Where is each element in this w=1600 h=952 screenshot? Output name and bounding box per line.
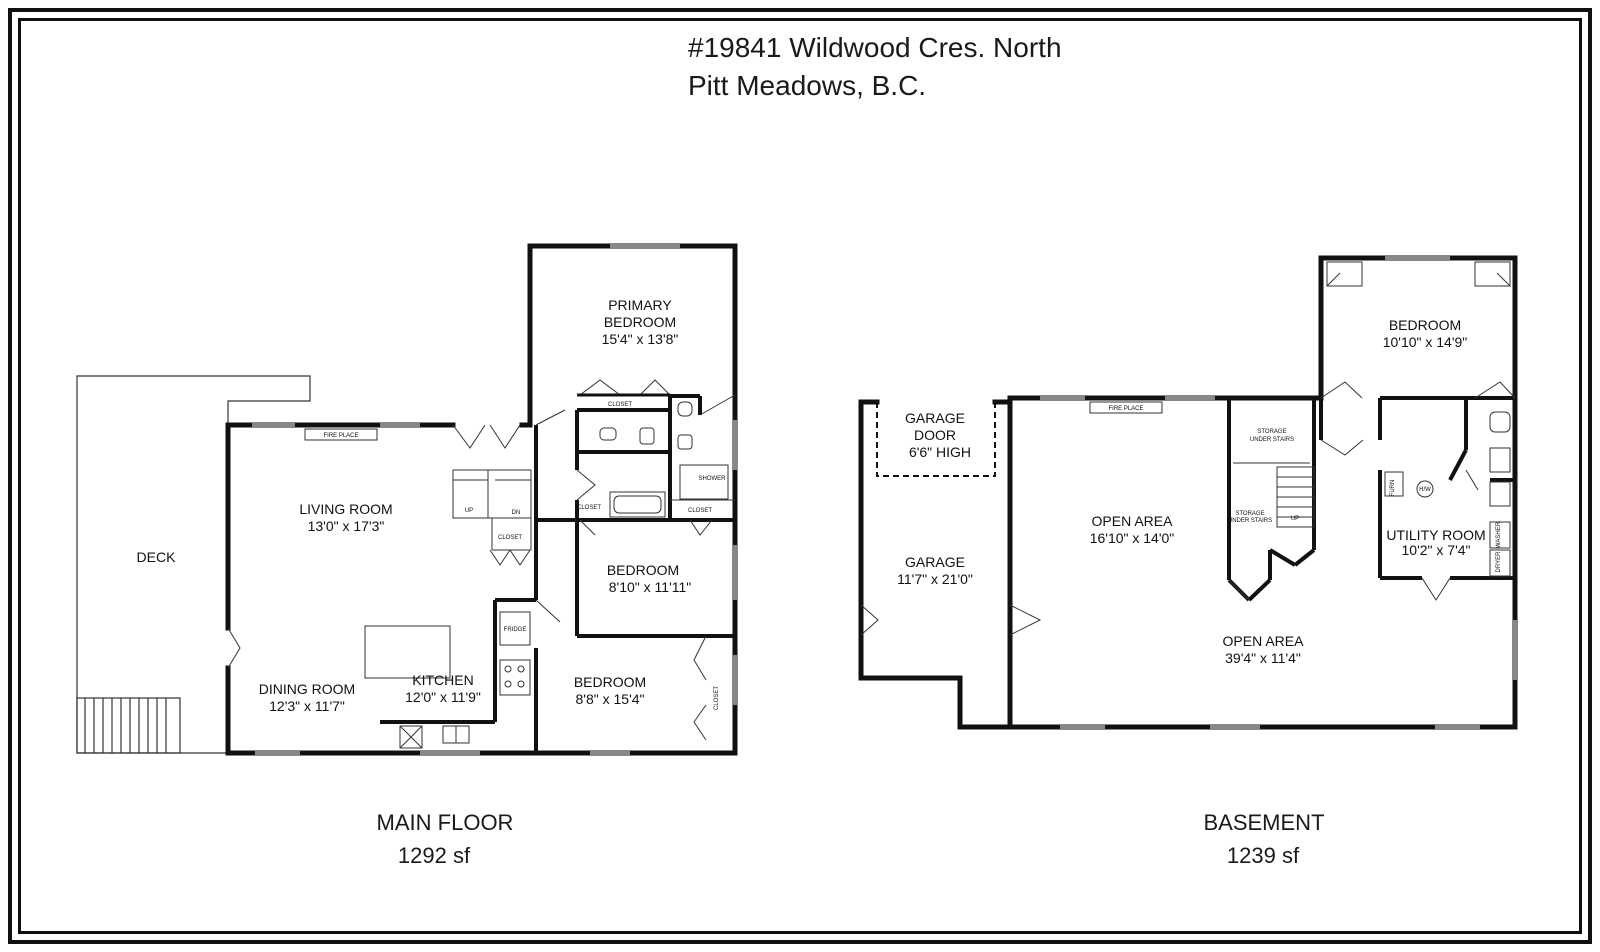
basement-thin-lines [860, 261, 1516, 636]
main-floor-thin-lines [227, 379, 736, 749]
dryer-label: DRYER [1496, 551, 1502, 573]
bedroom2-closet-label: CLOSET [688, 508, 712, 514]
primary-bedroom-label-2: BEDROOM [604, 314, 676, 330]
main-floor-labels: DECK LIVING ROOM 13'0" x 17'3" DINING RO… [137, 297, 727, 714]
open-area-2-label: OPEN AREA [1223, 633, 1305, 649]
basement-caption: BASEMENT [1203, 810, 1325, 835]
living-room-label: LIVING ROOM [299, 501, 392, 517]
storage-label-1: STORAGE [1257, 429, 1286, 435]
basement-plan: GARAGE DOOR 6'6" HIGH GARAGE 11'7" x 21'… [858, 255, 1518, 730]
bedroom3-closet-label: CLOSET [714, 686, 720, 710]
fridge-label: FRIDGE [504, 627, 527, 633]
utility-room-dim: 10'2" x 7'4" [1402, 542, 1471, 558]
basement-area: 1239 sf [1226, 843, 1300, 868]
deck [76, 375, 311, 754]
utility-room-label: UTILITY ROOM [1386, 527, 1485, 543]
living-room-dim: 13'0" x 17'3" [308, 518, 385, 534]
storage-label-2: UNDER STAIRS [1250, 437, 1294, 443]
stairs-dn-label: DN [512, 510, 521, 516]
deck-label: DECK [137, 549, 177, 565]
garage-door-label-2: DOOR [914, 427, 956, 443]
inner-frame [18, 18, 1582, 934]
primary-bedroom-label-1: PRIMARY [608, 297, 672, 313]
basement-labels: GARAGE DOOR 6'6" HIGH GARAGE 11'7" x 21'… [897, 317, 1502, 666]
open-area-1-label: OPEN AREA [1092, 513, 1174, 529]
storage-under-stairs-label-1: STORAGE [1235, 511, 1264, 517]
living-fireplace-label: FIRE PLACE [323, 433, 358, 439]
basement-bedroom-dim: 10'10" x 14'9" [1383, 334, 1468, 350]
bedroom2-label: BEDROOM [607, 562, 679, 578]
deck-stairs [76, 697, 181, 754]
basement-walls [858, 255, 1518, 730]
address-line-1: #19841 Wildwood Cres. North [688, 32, 1062, 63]
garage-door-label-1: GARAGE [905, 410, 965, 426]
basement-fireplace-label: FIRE PLACE [1108, 406, 1143, 412]
bath-closet-label: CLOSET [577, 505, 601, 511]
kitchen-dim: 12'0" x 11'9" [405, 689, 481, 705]
garage-door [876, 402, 996, 477]
garage-label: GARAGE [905, 554, 965, 570]
open-area-1-dim: 16'10" x 14'0" [1090, 530, 1175, 546]
hall-closet-label: CLOSET [498, 535, 522, 541]
hot-water-label: H/W [1419, 487, 1431, 493]
bedroom3-dim: 8'8" x 15'4" [576, 691, 645, 707]
bedroom2-dim: 8'10" x 11'11" [609, 579, 692, 595]
dining-room-dim: 12'3" x 11'7" [269, 698, 345, 714]
main-floor-caption: MAIN FLOOR [376, 810, 514, 835]
main-floor-plan: DECK LIVING ROOM 13'0" x 17'3" DINING RO… [76, 243, 738, 756]
main-floor-window-lines [252, 245, 736, 754]
stairs-up-label: UP [465, 508, 473, 514]
main-floor-interior-walls [380, 394, 735, 753]
basement-bedroom-label: BEDROOM [1389, 317, 1461, 333]
outer-frame [8, 8, 1592, 944]
main-floor-area: 1292 sf [397, 843, 471, 868]
washer-label: WASHER [1496, 521, 1502, 548]
address-line-2: Pitt Meadows, B.C. [688, 70, 927, 101]
dining-room-label: DINING ROOM [259, 681, 355, 697]
furnace-label: FURN [1390, 480, 1396, 497]
garage-door-label-3: 6'6" HIGH [909, 444, 971, 460]
primary-closet-label: CLOSET [608, 402, 632, 408]
open-area-2-dim: 39'4" x 11'4" [1225, 650, 1301, 666]
bedroom3-label: BEDROOM [574, 674, 646, 690]
storage-under-stairs-label-2: UNDER STAIRS [1228, 518, 1272, 524]
garage-dim: 11'7" x 21'0" [897, 571, 973, 587]
shower-label: SHOWER [699, 476, 727, 482]
basement-stairs-up-label: UP [1291, 516, 1299, 522]
primary-bedroom-dim: 15'4" x 13'8" [602, 331, 679, 347]
kitchen-label: KITCHEN [412, 672, 473, 688]
